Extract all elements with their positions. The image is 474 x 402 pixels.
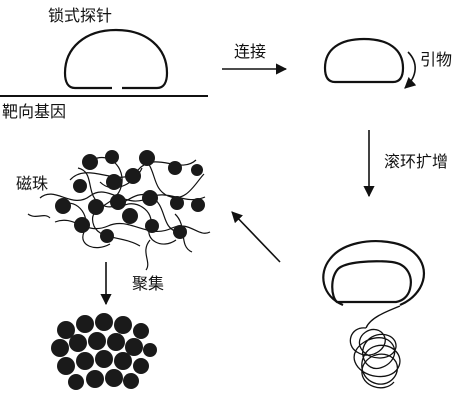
magnetic-bead <box>122 208 138 224</box>
magnetic-bead <box>100 229 114 243</box>
padlock-probe-label: 锁式探针 <box>48 6 113 25</box>
aggregated-bead <box>51 339 69 357</box>
magnetic-bead <box>142 190 158 206</box>
magnetic-bead <box>105 150 119 164</box>
circular-probe <box>323 37 405 84</box>
aggregated-bead <box>114 352 132 370</box>
rca-extension-strand <box>365 305 401 329</box>
aggregated-bead <box>76 315 94 333</box>
aggregated-bead <box>107 333 125 351</box>
capture-arrow <box>231 211 281 263</box>
target-gene-label: 靶向基因 <box>2 102 67 121</box>
aggregated-bead <box>133 358 149 374</box>
magnetic-bead <box>191 164 203 176</box>
padlock-probe-loop <box>63 28 169 90</box>
aggregated-bead <box>88 332 106 350</box>
rca-outer-loop <box>322 240 426 307</box>
aggregated-bead <box>68 374 84 390</box>
magnetic-bead <box>191 198 205 212</box>
magnetic-bead <box>106 174 122 190</box>
aggregated-bead <box>76 352 94 370</box>
padlock-probe-on-target <box>0 28 208 97</box>
magnetic-bead <box>55 198 71 214</box>
aggregated-bead <box>95 350 113 368</box>
magnetic-bead <box>110 194 126 210</box>
primer-label: 引物 <box>420 50 453 69</box>
aggregated-bead <box>86 370 104 388</box>
magnetic-bead <box>74 217 90 233</box>
bead-dots <box>55 150 205 243</box>
magnetic-bead-network <box>27 150 211 271</box>
aggregated-bead <box>123 373 139 389</box>
magnetic-beads-label: 磁珠 <box>16 174 49 193</box>
aggregated-bead <box>69 334 87 352</box>
magnetic-bead <box>82 154 98 170</box>
magnetic-bead <box>145 219 159 233</box>
aggregated-bead <box>95 313 113 331</box>
aggregated-bead <box>57 321 75 339</box>
magnetic-bead <box>173 225 187 239</box>
magnetic-bead <box>73 179 87 193</box>
aggregated-bead <box>143 343 157 357</box>
rca-inner-circle <box>331 260 412 304</box>
primer-strand <box>404 51 417 89</box>
magnetic-bead <box>88 199 104 215</box>
rca-amplicon-coil <box>349 327 401 389</box>
aggregated-bead-cluster <box>51 313 157 390</box>
bead-dna-strands <box>27 155 211 271</box>
rca-product <box>322 240 426 389</box>
aggregated-bead <box>125 338 143 356</box>
aggregated-bead <box>105 369 123 387</box>
aggregated-bead <box>57 357 75 375</box>
rolling-circle-label: 滚环扩增 <box>384 152 449 171</box>
magnetic-bead <box>125 168 141 184</box>
magnetic-bead <box>139 150 155 166</box>
circular-probe-with-primer <box>323 37 417 89</box>
aggregation-label: 聚集 <box>132 274 165 293</box>
aggregated-bead <box>133 323 149 339</box>
magnetic-bead <box>170 196 184 210</box>
ligation-label: 连接 <box>234 42 267 61</box>
magnetic-bead <box>168 161 182 175</box>
aggregated-bead <box>114 316 132 334</box>
